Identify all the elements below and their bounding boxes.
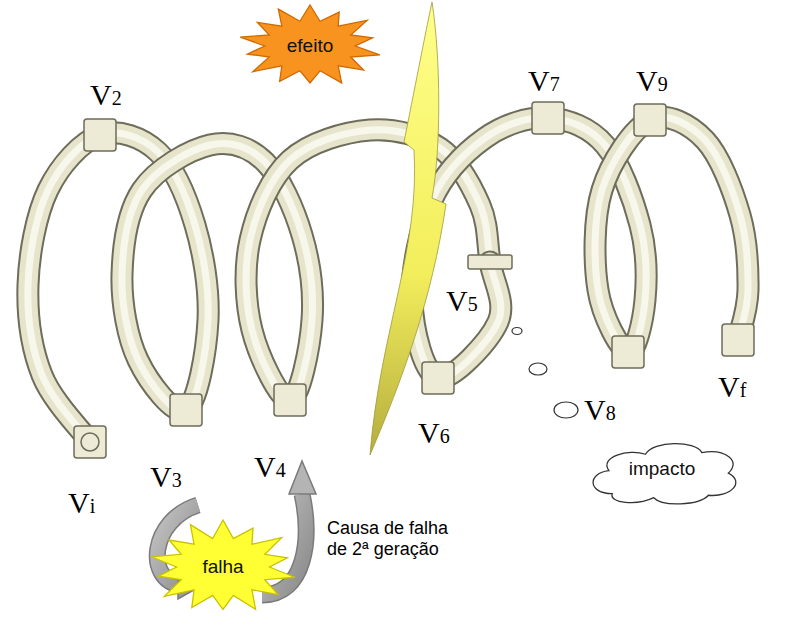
valve-label: Vf <box>718 372 746 402</box>
tube-outline <box>595 120 650 352</box>
valve-label: V3 <box>150 462 182 492</box>
valve-box <box>84 119 116 151</box>
valve-label: V5 <box>446 286 478 316</box>
valve-label: V9 <box>636 66 668 96</box>
valve-box <box>422 362 454 394</box>
valve-box <box>274 384 306 416</box>
bubble <box>554 402 578 418</box>
node-label: falha <box>202 556 243 578</box>
tube-outline <box>28 135 100 442</box>
tube-body <box>650 117 748 340</box>
valve-box <box>74 426 106 458</box>
valve-label: V6 <box>418 418 450 448</box>
valve-circle <box>81 433 99 451</box>
impact-cloud: impacto <box>579 428 745 510</box>
tube-highlight <box>28 135 100 442</box>
valve-box <box>722 324 754 356</box>
starburst-outline <box>240 5 380 83</box>
valve-label: V2 <box>90 80 122 110</box>
valve-label: V4 <box>254 452 286 482</box>
tube-highlight <box>650 117 748 340</box>
valve-box <box>612 336 644 368</box>
tube-highlight <box>595 120 650 352</box>
lightning-bolt <box>370 2 446 455</box>
tube-highlight <box>438 262 501 378</box>
valve-label: V8 <box>584 395 616 425</box>
valve-slab <box>468 255 512 269</box>
tube-outline <box>650 117 748 340</box>
annotation-text: Causa de falha de 2ª geração <box>327 518 462 559</box>
tube-body <box>595 120 650 352</box>
valve-box <box>634 104 666 136</box>
valve-box <box>170 394 202 426</box>
effect-starburst: efeito <box>237 5 383 87</box>
starburst-outline <box>151 520 294 609</box>
cloud-outline <box>593 444 736 504</box>
valve-label: Vi <box>68 488 95 518</box>
node-label: impacto <box>629 458 696 480</box>
bubble <box>529 363 547 375</box>
tube-body <box>28 135 100 442</box>
valve-box <box>532 102 564 134</box>
failure-starburst: falha <box>148 520 298 614</box>
arrow-head <box>289 461 316 494</box>
bubble <box>512 328 522 335</box>
tube-body <box>438 262 501 378</box>
node-label: efeito <box>287 35 333 57</box>
thought-bubbles <box>512 328 578 419</box>
valve-label: V7 <box>528 66 560 96</box>
tube-outline <box>438 262 501 378</box>
